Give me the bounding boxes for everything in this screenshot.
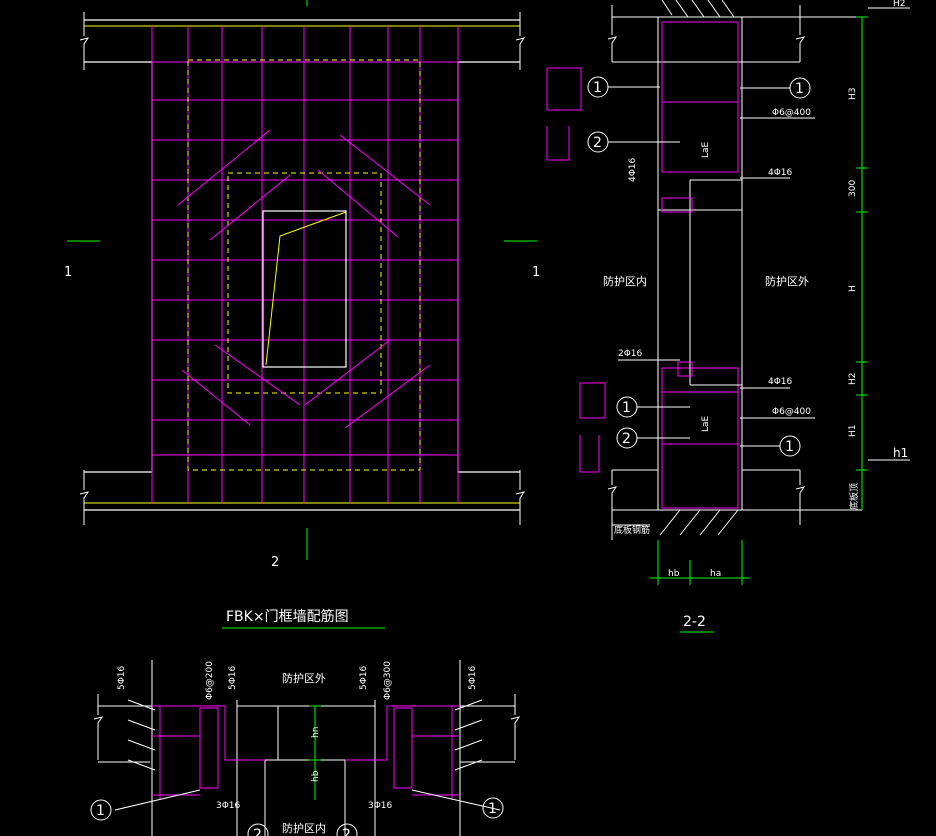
rebar-left-3: 3Φ16 — [216, 801, 241, 811]
callout-2-b: 2 — [622, 431, 631, 447]
rebar-left-stirrup: Φ6@200 — [205, 661, 215, 700]
dim-h: H — [848, 285, 858, 292]
plan-zone-inside: 防护区内 — [282, 821, 326, 835]
section-title: 2-2 — [683, 614, 706, 630]
plan-section-bottom: 1 1 2 2 5Φ16 Φ6@200 5Φ16 5Φ16 Φ6@300 5Φ1… — [90, 660, 521, 836]
callout-1-d: 1 — [785, 439, 794, 455]
rebar-right-5b: 5Φ16 — [468, 665, 478, 690]
callout-2-a: 2 — [593, 135, 602, 151]
drawing-title: FBK×门框墙配筋图 — [226, 608, 349, 625]
section-mark-right: 1 — [532, 265, 540, 280]
callout-1-c: 1 — [622, 400, 631, 416]
rebar-top-4: 4Φ16 — [768, 168, 793, 178]
base-label: 底板顶 — [848, 483, 860, 510]
plan-callout-1-left: 1 — [96, 803, 105, 819]
rebar-top-side: 4Φ16 — [628, 157, 638, 182]
width-hb: hb — [668, 569, 680, 579]
rebar-lae-top: LaE — [701, 141, 711, 158]
level-top: H2 — [893, 0, 906, 9]
dim-300: 300 — [848, 180, 858, 197]
dim-h3: H3 — [848, 88, 858, 101]
dim-hn: hn — [311, 727, 321, 738]
callout-1-a: 1 — [593, 80, 602, 96]
rebar-bottom-4: 4Φ16 — [768, 377, 793, 387]
section-2-2: 1 1 2 1 2 1 Φ6@400 4Φ16 4Φ16 LaE 2Φ16 4Φ… — [546, 0, 910, 633]
dim-h2: H2 — [848, 373, 858, 386]
plan-view: 1 1 2 FBK×门框墙配筋图 — [64, 0, 540, 629]
section-mark-left: 1 — [64, 265, 72, 280]
plan-callout-2-left: 2 — [253, 827, 262, 836]
section-mark-bottom: 2 — [271, 555, 279, 570]
width-ha: ha — [710, 569, 721, 579]
callout-1-b: 1 — [795, 81, 804, 97]
plan-rebar-grid — [151, 26, 459, 503]
plan-callout-1-right: 1 — [488, 801, 497, 817]
rebar-right-5: 5Φ16 — [359, 665, 369, 690]
rebar-left-5: 5Φ16 — [117, 665, 127, 690]
level-bottom: h1 — [893, 446, 908, 460]
rebar-bottom-2: 2Φ16 — [618, 349, 643, 359]
rebar-left-5b: 5Φ16 — [228, 665, 238, 690]
zone-inside-label: 防护区内 — [603, 274, 647, 288]
dim-h1: H1 — [848, 425, 858, 438]
rebar-lae-bottom: LaE — [701, 415, 711, 432]
rebar-top-stirrup: Φ6@400 — [772, 108, 811, 118]
rebar-bottom-stirrup: Φ6@400 — [772, 407, 811, 417]
plan-callout-2-right: 2 — [342, 827, 351, 836]
rebar-right-stirrup: Φ6@300 — [383, 661, 393, 700]
plan-zone-outside: 防护区外 — [282, 671, 326, 685]
dim-hb-plan: hb — [311, 770, 321, 782]
floor-rebar-label: 底板钢筋 — [614, 524, 650, 536]
zone-outside-label: 防护区外 — [765, 274, 809, 288]
rebar-right-3: 3Φ16 — [368, 801, 393, 811]
